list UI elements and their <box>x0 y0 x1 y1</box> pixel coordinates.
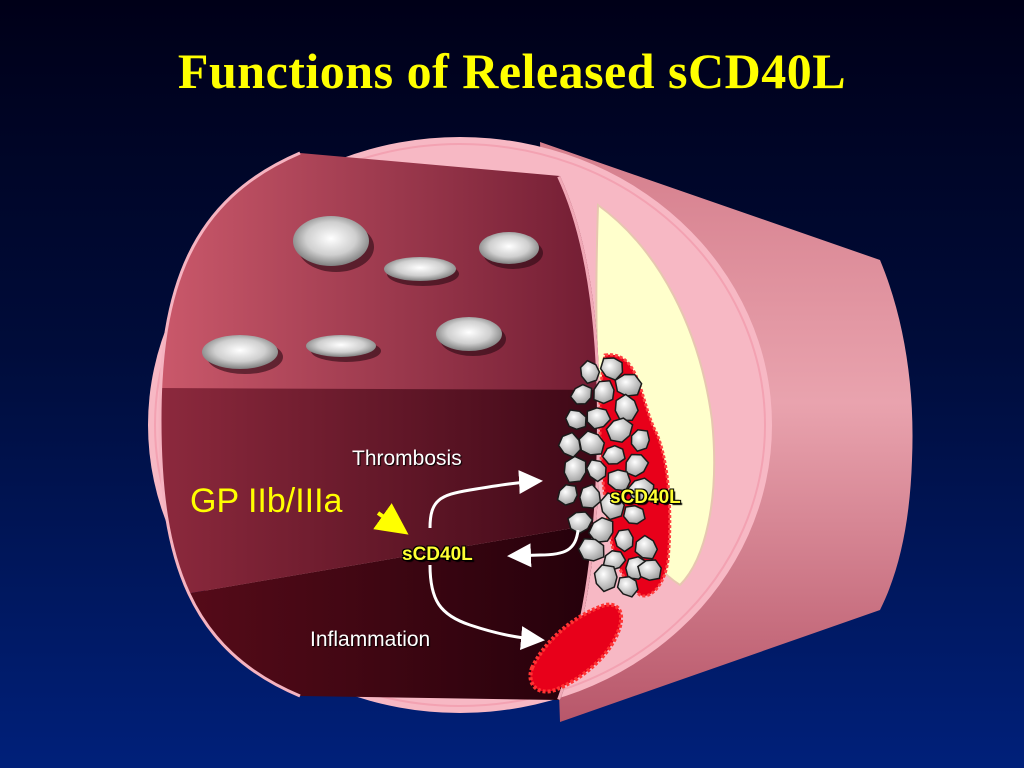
aggregated-platelet <box>586 407 612 430</box>
aggregated-platelet <box>599 492 626 521</box>
platelet-icon <box>202 216 543 374</box>
aggregated-platelet <box>579 359 601 385</box>
slide-title: Functions of Released sCD40L <box>177 43 847 99</box>
aggregated-platelet <box>605 417 634 444</box>
aggregated-platelet <box>601 444 626 465</box>
aggregated-platelet <box>579 483 602 509</box>
vessel-lumen <box>160 153 600 700</box>
aggregated-platelet <box>577 537 605 562</box>
aggregated-platelet <box>616 575 639 598</box>
aggregated-platelet <box>630 429 651 453</box>
aggregated-platelet <box>564 409 587 431</box>
arrow-to-inflammation <box>428 564 545 651</box>
gp-iib-iiia-label: GP IIb/IIIa <box>190 482 343 520</box>
aggregated-platelet <box>614 393 639 422</box>
scd40l-center-label: sCD40L <box>402 544 473 565</box>
aggregated-platelet <box>585 459 607 483</box>
aggregated-platelet <box>613 528 634 553</box>
aggregated-platelet <box>634 534 659 560</box>
arrow-from-plaque <box>507 529 580 568</box>
aggregated-platelet <box>622 504 646 525</box>
aggregated-platelet <box>567 511 594 535</box>
aggregated-platelet <box>569 383 593 405</box>
aggregated-platelet <box>637 559 662 581</box>
aggregated-platelet <box>556 484 579 506</box>
gp-arrow <box>373 503 409 535</box>
aggregated-platelet <box>578 430 606 456</box>
aggregated-platelet <box>626 477 655 502</box>
aggregated-platelet <box>563 455 587 484</box>
inflammatory-cell-icon <box>528 602 624 694</box>
aggregated-platelet <box>593 380 615 405</box>
aggregated-platelet <box>557 431 582 459</box>
aggregated-platelet <box>599 357 624 381</box>
scd40l-plaque-label: sCD40L <box>610 487 681 508</box>
aggregated-platelet <box>614 373 643 397</box>
thrombosis-label: Thrombosis <box>352 447 462 470</box>
inflammation-label: Inflammation <box>310 628 431 651</box>
aggregated-platelet <box>625 453 650 478</box>
aggregated-platelet <box>593 564 618 593</box>
arrow-to-thrombosis <box>428 470 543 529</box>
platelet-aggregate-icon <box>556 357 662 598</box>
aggregated-platelet <box>607 469 632 492</box>
